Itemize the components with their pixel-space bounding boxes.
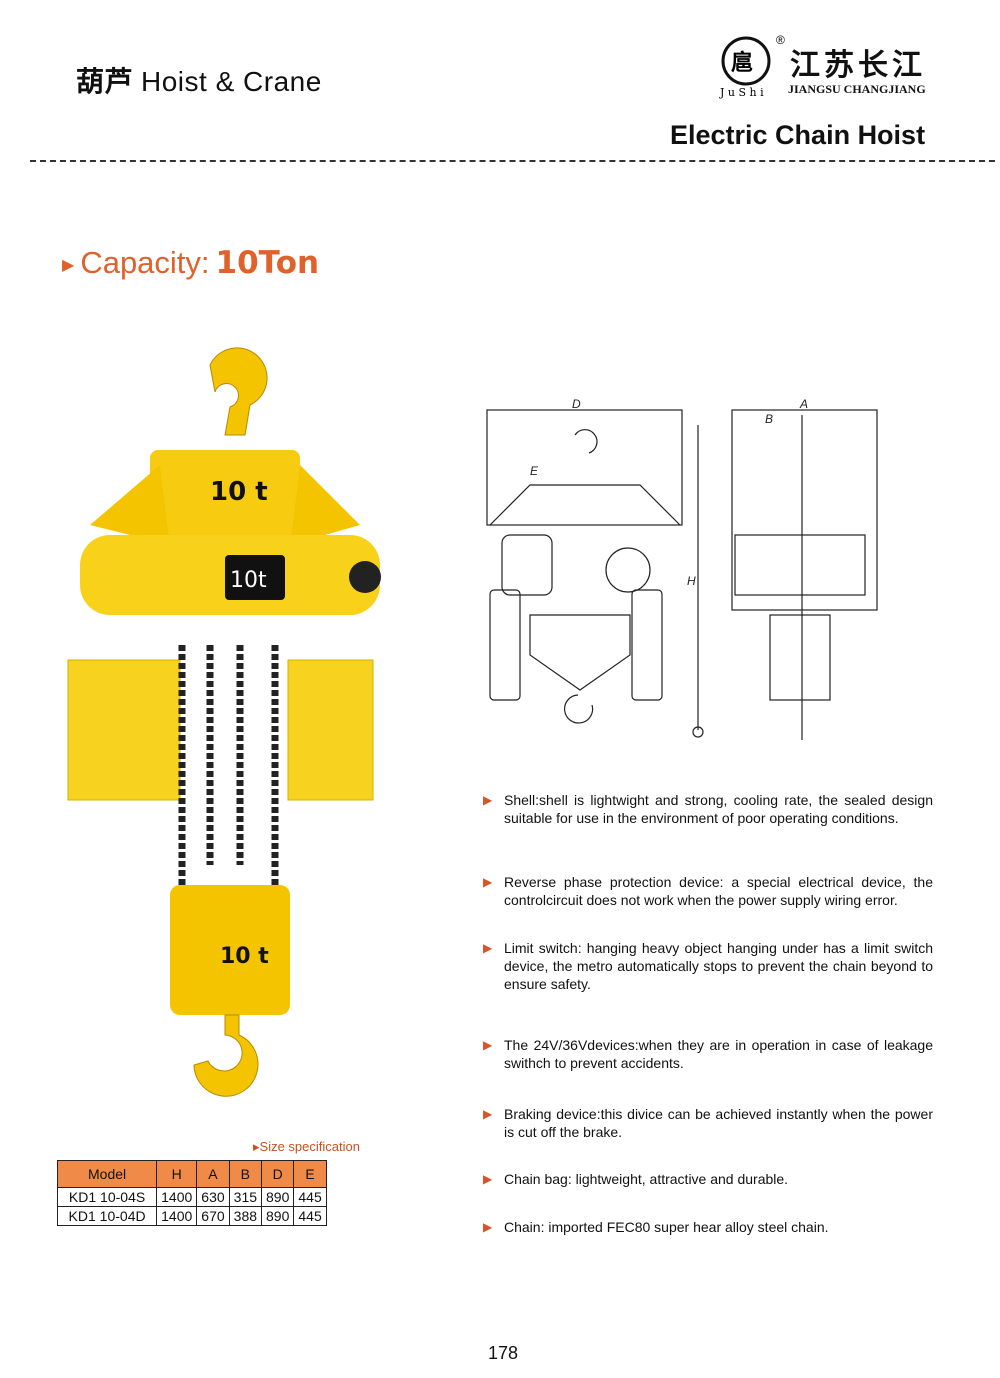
capacity-value: 10Ton (215, 245, 320, 281)
cell: 445 (293, 1206, 327, 1226)
dim-label-a: A (799, 397, 808, 411)
cell: KD1 10-04D (56, 1206, 158, 1226)
brand-logo: 扈 J u S h i ® 江苏长江 JIANGSU CHANGJIANG (718, 28, 948, 103)
col-header: E (293, 1160, 327, 1188)
page-number: 178 (488, 1343, 519, 1363)
size-spec-label: ▸Size specification (253, 1139, 360, 1154)
cell: 890 (261, 1206, 295, 1226)
feature-text: Reverse phase protection device: a speci… (504, 874, 933, 908)
svg-text:扈: 扈 (731, 50, 753, 76)
feature-item: ▶ Braking device:this divice can be achie… (483, 1105, 933, 1141)
feature-text: Limit switch: hanging heavy object hangi… (504, 940, 933, 992)
cell: 445 (293, 1187, 327, 1207)
feature-item: ▶ Reverse phase protection device: a spec… (483, 873, 933, 909)
brand-cn: 江苏长江 (790, 48, 926, 83)
bullet-arrow-icon: ▶ (483, 1220, 493, 1234)
col-header: D (261, 1160, 295, 1188)
bullet-arrow-icon: ▶ (483, 875, 493, 889)
dashed-divider (30, 160, 995, 162)
cell: 388 (228, 1206, 263, 1226)
feature-item: ▶ The 24V/36Vdevices:when they are in ope… (483, 1036, 933, 1072)
jushi-logo-icon: 扈 J u S h i ® (719, 33, 785, 99)
cell: 630 (196, 1187, 230, 1207)
col-header: B (228, 1160, 263, 1188)
cell: 315 (228, 1187, 263, 1207)
cell: 1400 (156, 1187, 198, 1207)
bullet-arrow-icon: ▶ (483, 1038, 493, 1052)
section-cn-label: 葫芦 (76, 65, 134, 98)
svg-text:®: ® (776, 33, 785, 47)
dim-label-b: B (765, 412, 773, 426)
feature-text: Chain: imported FEC80 super hear alloy s… (504, 1219, 829, 1235)
svg-text:J u S h i: J u S h i (719, 86, 764, 99)
size-spec-label-text: Size specification (259, 1139, 360, 1154)
plate-text-bottom: 10 t (220, 944, 269, 969)
cell: 890 (261, 1187, 295, 1207)
feature-text: Chain bag: lightweight, attractive and d… (504, 1171, 789, 1187)
capacity-heading: ▶ Capacity:10Ton (62, 245, 319, 281)
cell: 670 (196, 1206, 230, 1226)
section-label: Hoist & Crane (141, 66, 322, 97)
hoist-photo: 10t 10 t 10 t (67, 347, 381, 1097)
cell: KD1 10-04S (56, 1187, 158, 1207)
dim-label-h: H (687, 574, 696, 588)
brand-en: JIANGSU CHANGJIANG (788, 82, 926, 96)
dim-label-e: E (530, 464, 539, 478)
capacity-label: Capacity: (80, 245, 210, 280)
col-header: H (156, 1160, 198, 1188)
cell: 1400 (156, 1206, 198, 1226)
dim-label-d: D (572, 397, 581, 411)
page-title: Electric Chain Hoist (670, 120, 926, 150)
feature-item: ▶ Chain: imported FEC80 super hear alloy … (483, 1218, 933, 1236)
bullet-arrow-icon: ▶ (483, 1172, 493, 1186)
plate-text-top: 10 t (210, 477, 268, 507)
bullet-arrow-icon: ▶ (483, 941, 493, 955)
bullet-arrow-icon: ▶ (483, 793, 493, 807)
feature-item: ▶ Shell:shell is lightwight and strong, c… (483, 791, 933, 827)
col-header: Model (56, 1160, 158, 1188)
table-header-row: Model H A B D E (56, 1160, 327, 1188)
triangle-bullet-icon: ▶ (62, 256, 75, 274)
feature-text: Braking device:this divice can be achiev… (504, 1106, 933, 1140)
dimension-drawing: D E H B A (486, 397, 878, 740)
display-text: 10t (230, 568, 267, 593)
feature-item: ▶ Limit switch: hanging heavy object hang… (483, 939, 933, 993)
feature-item: ▶ Chain bag: lightweight, attractive and … (483, 1170, 933, 1188)
bullet-arrow-icon: ▶ (483, 1107, 493, 1121)
feature-text: The 24V/36Vdevices:when they are in oper… (504, 1037, 933, 1071)
col-header: A (196, 1160, 230, 1188)
feature-text: Shell:shell is lightwight and strong, co… (504, 792, 933, 826)
